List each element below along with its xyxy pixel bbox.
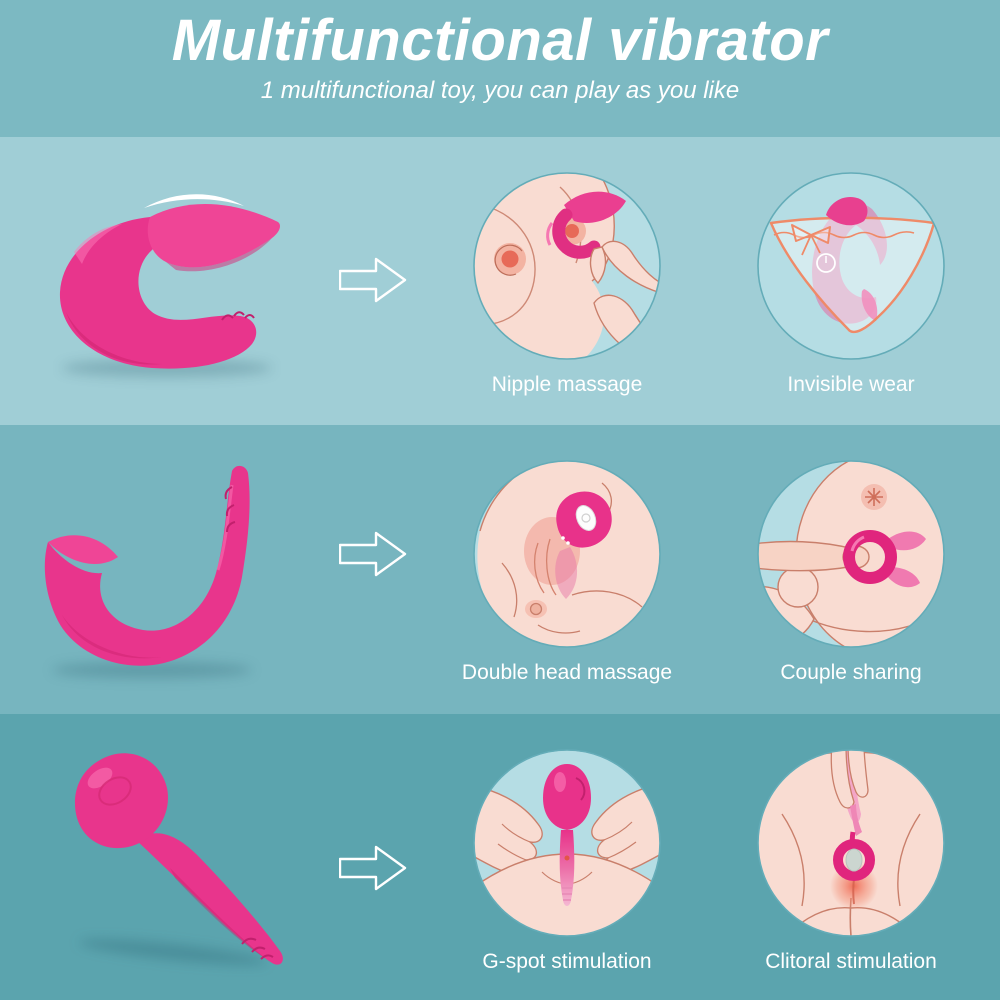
use-label: Double head massage bbox=[461, 661, 673, 684]
use-label: G-spot stimulation bbox=[482, 950, 652, 973]
use-label: Couple sharing bbox=[780, 661, 922, 684]
g-spot-stimulation-illustration bbox=[472, 748, 662, 938]
page-subtitle: 1 multifunctional toy, you can play as y… bbox=[260, 77, 740, 104]
header: Multifunctional vibrator 1 multifunction… bbox=[0, 0, 1000, 137]
invisible-wear-illustration bbox=[756, 171, 946, 361]
egg-vibrator-with-tail-photo bbox=[74, 753, 283, 965]
panties-outline bbox=[769, 216, 936, 334]
use-label: Clitoral stimulation bbox=[765, 950, 937, 973]
toy-ridges bbox=[241, 937, 274, 960]
product-shadow bbox=[52, 662, 252, 678]
section-band-2: Double head massage bbox=[0, 425, 1000, 714]
use-case-clitoral-stimulation: Clitoral stimulation bbox=[726, 748, 976, 974]
section-band-1: Nipple massage bbox=[0, 137, 1000, 425]
use-case-g-spot-stimulation: G-spot stimulation bbox=[442, 748, 692, 974]
u-shape-double-head-vibrator-photo bbox=[44, 465, 250, 666]
toy-tail bbox=[136, 833, 283, 965]
nipple-massage-illustration bbox=[472, 171, 662, 361]
page-title: Multifunctional vibrator bbox=[171, 8, 829, 73]
use-case-invisible-wear: Invisible wear bbox=[726, 171, 976, 397]
use-case-double-head-massage: Double head massage bbox=[442, 459, 692, 685]
double-head-massage-illustration bbox=[472, 459, 662, 649]
c-shape-couples-vibrator-photo bbox=[59, 194, 280, 369]
use-label: Nipple massage bbox=[491, 373, 643, 396]
use-case-couple-sharing: Couple sharing bbox=[726, 459, 976, 685]
toy-ridges bbox=[224, 486, 236, 533]
toy-body bbox=[44, 465, 250, 666]
couple-sharing-illustration bbox=[756, 459, 946, 649]
use-case-nipple-massage: Nipple massage bbox=[442, 171, 692, 397]
toy-ridges bbox=[221, 311, 255, 321]
clitoral-stimulation-illustration bbox=[756, 748, 946, 938]
section-band-3: G-spot stimulation bbox=[0, 714, 1000, 1000]
toy-white-cap bbox=[144, 194, 244, 208]
arrow-right-icon bbox=[339, 257, 407, 303]
arrow-right-icon bbox=[339, 845, 407, 891]
use-label: Invisible wear bbox=[787, 373, 915, 396]
toy-wing bbox=[147, 204, 280, 268]
bow-decoration bbox=[791, 224, 831, 244]
toy-body bbox=[59, 217, 257, 369]
arrow-right-icon bbox=[339, 531, 407, 577]
